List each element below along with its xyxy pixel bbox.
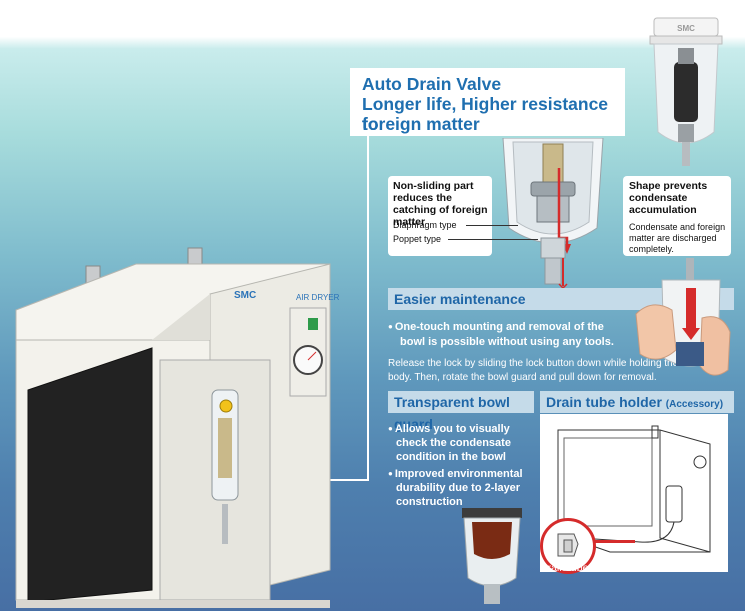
hand-bowl-illustration [635, 258, 731, 376]
bowl-b1-line-1: Allows you to visually [388, 422, 510, 437]
bowl-b2-line-3: construction [396, 496, 463, 508]
auto-drain-valve-photo: SMC [649, 17, 723, 166]
callout-shape-prevents: Shape prevents condensate accumulation C… [623, 176, 731, 256]
easier-bullet-line-2: bowl is possible without using any tools… [400, 336, 614, 348]
easier-desc-line-2: body. Then, rotate the bowl guard and pu… [388, 372, 657, 383]
air-dryer-unit-photo: SMC AIR DRYER [15, 247, 340, 608]
callout-non-sliding-heading: Non-sliding part reduces the catching of… [393, 180, 488, 228]
diaphragm-leader [466, 225, 518, 226]
poppet-leader [448, 239, 538, 240]
bowl-b1-line-2: check the condensate [396, 437, 511, 449]
drain-tube-holder-label: Drain tube holder [540, 562, 621, 574]
drain-holder-detail-circle [540, 518, 596, 574]
title-leader-line [367, 136, 369, 481]
easier-maintenance-band: Easier maintenance [388, 288, 734, 310]
bowl-b2-line-2: durability due to 2-layer [396, 482, 521, 494]
diaphragm-type-label: Diaphragm type [393, 220, 457, 230]
svg-text:SMC: SMC [677, 24, 695, 33]
title-line-2: Longer life, Higher resistance to [362, 94, 609, 134]
dryer-brand: SMC [234, 290, 256, 301]
poppet-type-label: Poppet type [393, 234, 442, 244]
drain-tube-label-2: tube [698, 563, 719, 575]
drain-tube-label-1: Drain [698, 551, 724, 563]
dryer-panel-label: AIR DRYER [296, 293, 340, 302]
bowl-b2-line-1: Improved environmental [388, 467, 523, 482]
transparent-bowl-band: Transparent bowl guard [388, 391, 534, 432]
easier-bullet-line-1: One-touch mounting and removal of the [388, 320, 604, 335]
bowl-b1-line-3: condition in the bowl [396, 451, 506, 463]
valve-cutaway-diagram [502, 138, 604, 288]
drain-holder-band: Drain tube holder (Accessory) [540, 391, 734, 413]
easier-desc-line-1: Release the lock by sliding the lock but… [388, 358, 679, 369]
callout-shape-heading: Shape prevents condensate accumulation [629, 180, 708, 216]
drain-holder-title: Drain tube holder [546, 394, 662, 410]
title-line-1: Auto Drain Valve [362, 74, 502, 94]
callout-shape-body: Condensate and foreign matter are discha… [629, 222, 726, 254]
easier-maintenance-title: Easier maintenance [394, 291, 526, 307]
auto-drain-title-box: Auto Drain Valve Longer life, Higher res… [350, 68, 625, 136]
drain-holder-red-arrow [593, 540, 635, 543]
transparent-bowl-photo [462, 508, 522, 604]
title-line-3: foreign matter [362, 114, 480, 134]
drain-holder-clip-icon [557, 533, 579, 557]
drain-holder-suffix: (Accessory) [665, 399, 724, 410]
callout-non-sliding: Non-sliding part reduces the catching of… [388, 176, 492, 256]
